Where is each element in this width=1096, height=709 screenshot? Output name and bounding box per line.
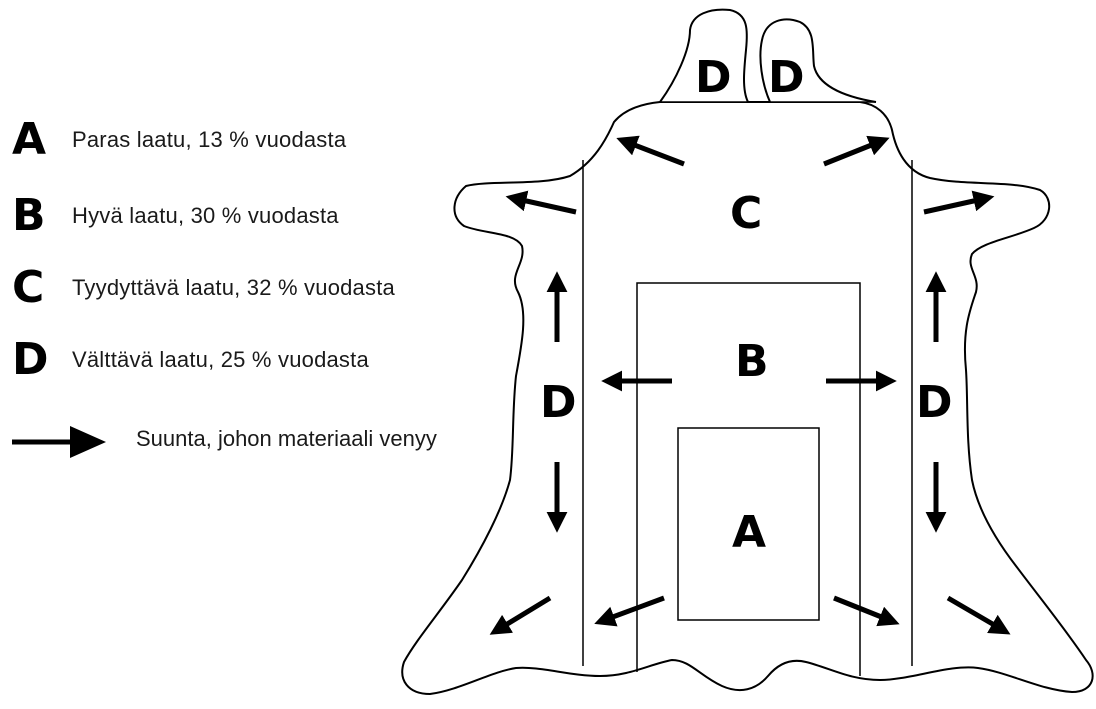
legend-text-d: Välttävä laatu, 25 % vuodasta [72,347,369,372]
hide-ear-left [659,8,749,103]
zone-label-d-left: D [540,377,577,428]
stretch-arrow [823,135,890,167]
legend-letter-b: B [12,190,46,241]
zone-label-d-ear-right: D [768,52,805,103]
legend-text-a: Paras laatu, 13 % vuodasta [72,127,347,152]
legend-item-a: A Paras laatu, 13 % vuodasta [12,118,346,162]
zone-label-c: C [730,188,762,239]
zone-label-b: B [735,336,769,387]
stretch-arrow-icon [12,426,106,458]
legend-item-d: D Välttävä laatu, 25 % vuodasta [12,338,369,382]
zone-b-boundary [636,282,861,676]
legend-letter-c: C [12,262,45,313]
stretch-arrow [489,595,552,635]
legend-item-c: C Tyydyttävä laatu, 32 % vuodasta [12,266,395,310]
stretch-arrow [923,190,995,215]
zone-a-boundary [677,427,820,621]
zone-label-d-ear-left: D [695,52,732,103]
legend-text-stretch: Suunta, johon materiaali venyy [136,426,437,451]
zone-label-d-right: D [916,377,953,428]
legend-text-c: Tyydyttävä laatu, 32 % vuodasta [72,275,395,300]
stretch-arrow [616,135,685,167]
stretch-arrow [594,595,665,627]
stretch-arrow [505,190,577,215]
stretch-arrow [833,595,900,627]
stretch-arrow [946,595,1011,635]
legend-item-stretch: Suunta, johon materiaali venyy [12,422,466,462]
stretch-arrows [489,135,1011,635]
legend-item-b: B Hyvä laatu, 30 % vuodasta [12,194,339,238]
hide-ear-right [759,18,877,103]
zone-label-a: A [732,507,766,558]
hide-outline [401,101,1094,695]
legend-text-b: Hyvä laatu, 30 % vuodasta [72,203,339,228]
legend-letter-a: A [12,114,47,165]
legend-letter-d: D [12,334,49,385]
